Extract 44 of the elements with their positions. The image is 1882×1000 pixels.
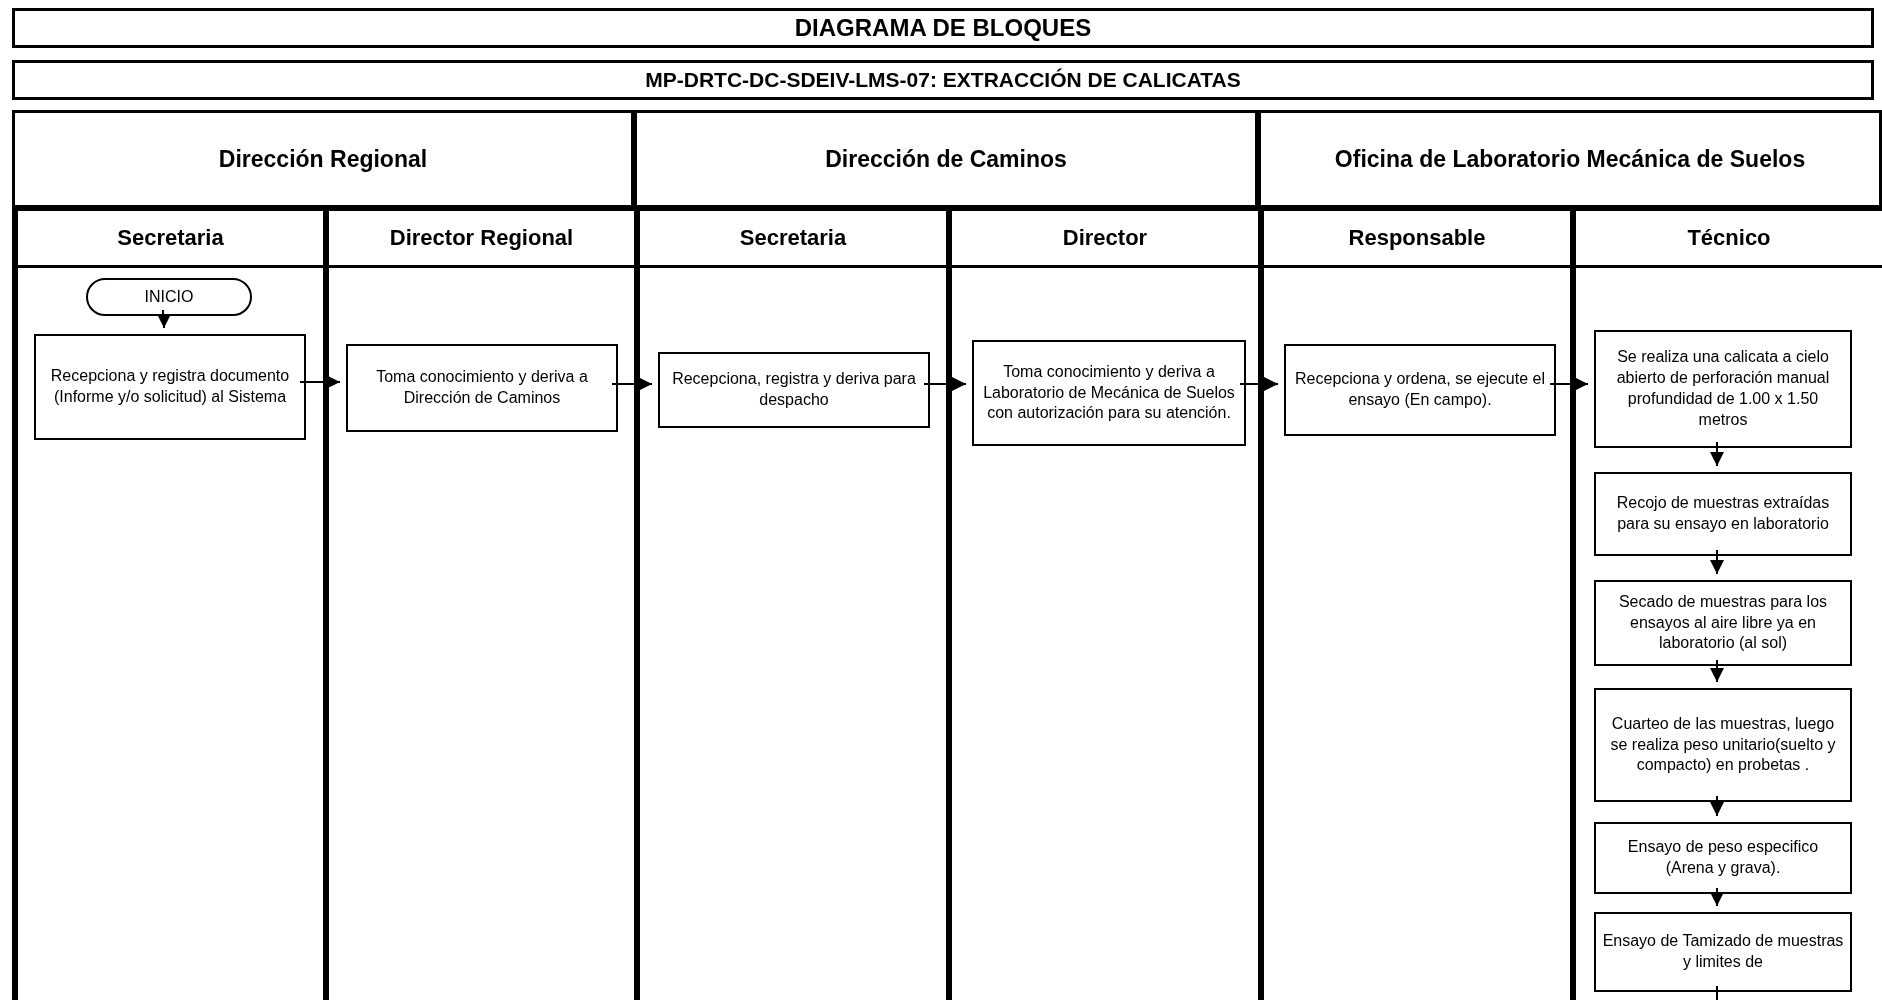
process-box: Recepciona y registra documento (Informe y/o solicitud) al Sistema (34, 334, 306, 440)
arrow (299, 375, 341, 389)
process-box: Recojo de muestras extraídas para su ensayo en laboratorio (1594, 472, 1852, 556)
process-box: Toma conocimiento y deriva a Dirección de Caminos (346, 344, 618, 432)
process-box: Ensayo de Tamizado de muestras y limites de (1594, 912, 1852, 992)
document-code-heading: MP-DRTC-DC-SDEIV-LMS-07: EXTRACCIÓN DE CALICATAS (12, 60, 1874, 100)
arrow (1710, 441, 1724, 467)
swimlane (949, 208, 1261, 1000)
swimlane (634, 110, 1258, 1000)
lane-header: Dirección Regional (218, 145, 428, 173)
process-box: Ensayo de peso especifico (Arena y grava). (1594, 822, 1852, 894)
lane-header: Director Regional (389, 225, 574, 251)
arrow (611, 377, 653, 391)
arrow (1239, 377, 1279, 391)
lane-header: Secretaria (739, 225, 847, 251)
swimlane (1258, 110, 1882, 1000)
process-box: Secado de muestras para los ensayos al aire libre ya en laboratorio (al sol) (1594, 580, 1852, 666)
swimlane (1261, 208, 1573, 1000)
lane-header: Oficina de Laboratorio Mecánica de Suelos (1334, 145, 1806, 173)
arrow (1710, 795, 1724, 817)
arrow (1710, 549, 1724, 575)
process-box: Recepciona y ordena, se ejecute el ensayo (En campo). (1284, 344, 1556, 436)
lane-header: Responsable (1348, 225, 1486, 251)
arrow (1549, 377, 1589, 391)
terminal-shape: INICIO (86, 278, 252, 316)
lane-header: Dirección de Caminos (825, 145, 1067, 173)
lane-header: Técnico (1687, 225, 1771, 251)
process-box: Se realiza una calicata a cielo abierto de perforación manual profundidad de 1.00 x 1.50 metros (1594, 330, 1852, 448)
process-box: Recepciona, registra y deriva para despacho (658, 352, 930, 428)
lane-header: Director (1062, 225, 1148, 251)
arrow (1710, 887, 1724, 907)
diagram-title: DIAGRAMA DE BLOQUES (12, 8, 1874, 48)
arrow (157, 309, 171, 329)
swimlane (15, 208, 326, 1000)
swimlane (1573, 208, 1882, 1000)
lane-header: Secretaria (117, 225, 224, 251)
swimlane (326, 208, 637, 1000)
connector-line (1716, 985, 1718, 1000)
swimlane (12, 110, 634, 1000)
arrow (1710, 659, 1724, 683)
process-box: Cuarteo de las muestras, luego se realiza peso unitario(suelto y compacto) en probetas . (1594, 688, 1852, 802)
process-box: Toma conocimiento y deriva a Laboratorio de Mecánica de Suelos con autorización para su atención. (972, 340, 1246, 446)
arrow (923, 377, 967, 391)
swimlane (637, 208, 949, 1000)
